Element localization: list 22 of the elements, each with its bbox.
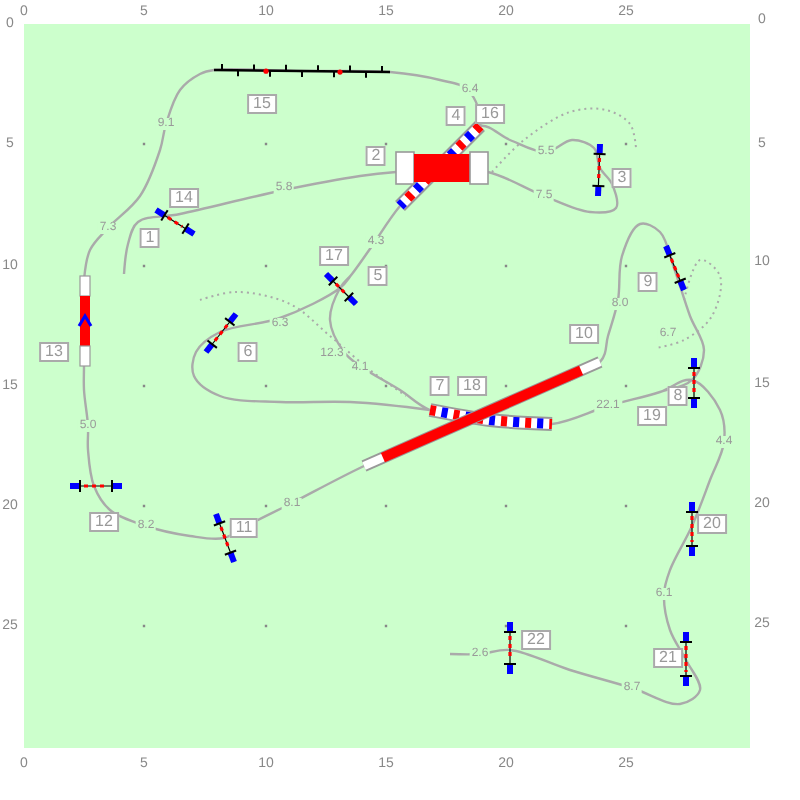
obstacle-number: 18 [457,376,487,396]
obstacle-number: 13 [39,342,69,362]
obstacle-number: 5 [367,266,389,286]
obstacle-number: 11 [229,518,259,538]
obstacle-number: 12 [89,512,119,532]
obstacle-number: 14 [169,188,199,208]
obstacle-number: 16 [475,104,505,124]
obstacle-number: 7 [429,376,451,396]
obstacle-number: 8 [667,386,689,406]
obstacle-number: 10 [569,324,599,344]
obstacle-number: 1 [139,228,161,248]
obstacle-number: 3 [611,168,633,188]
obstacle-number: 21 [653,648,683,668]
obstacle-number: 6 [237,342,259,362]
obstacle-number: 19 [637,406,667,426]
obstacle-number: 2 [365,146,387,166]
obstacle-number: 15 [247,94,277,114]
obstacle-number: 9 [637,272,659,292]
obstacle-number: 22 [521,630,551,650]
obstacle-number: 4 [445,106,467,126]
obstacle-number: 17 [319,246,349,266]
obstacle-number: 20 [697,514,727,534]
